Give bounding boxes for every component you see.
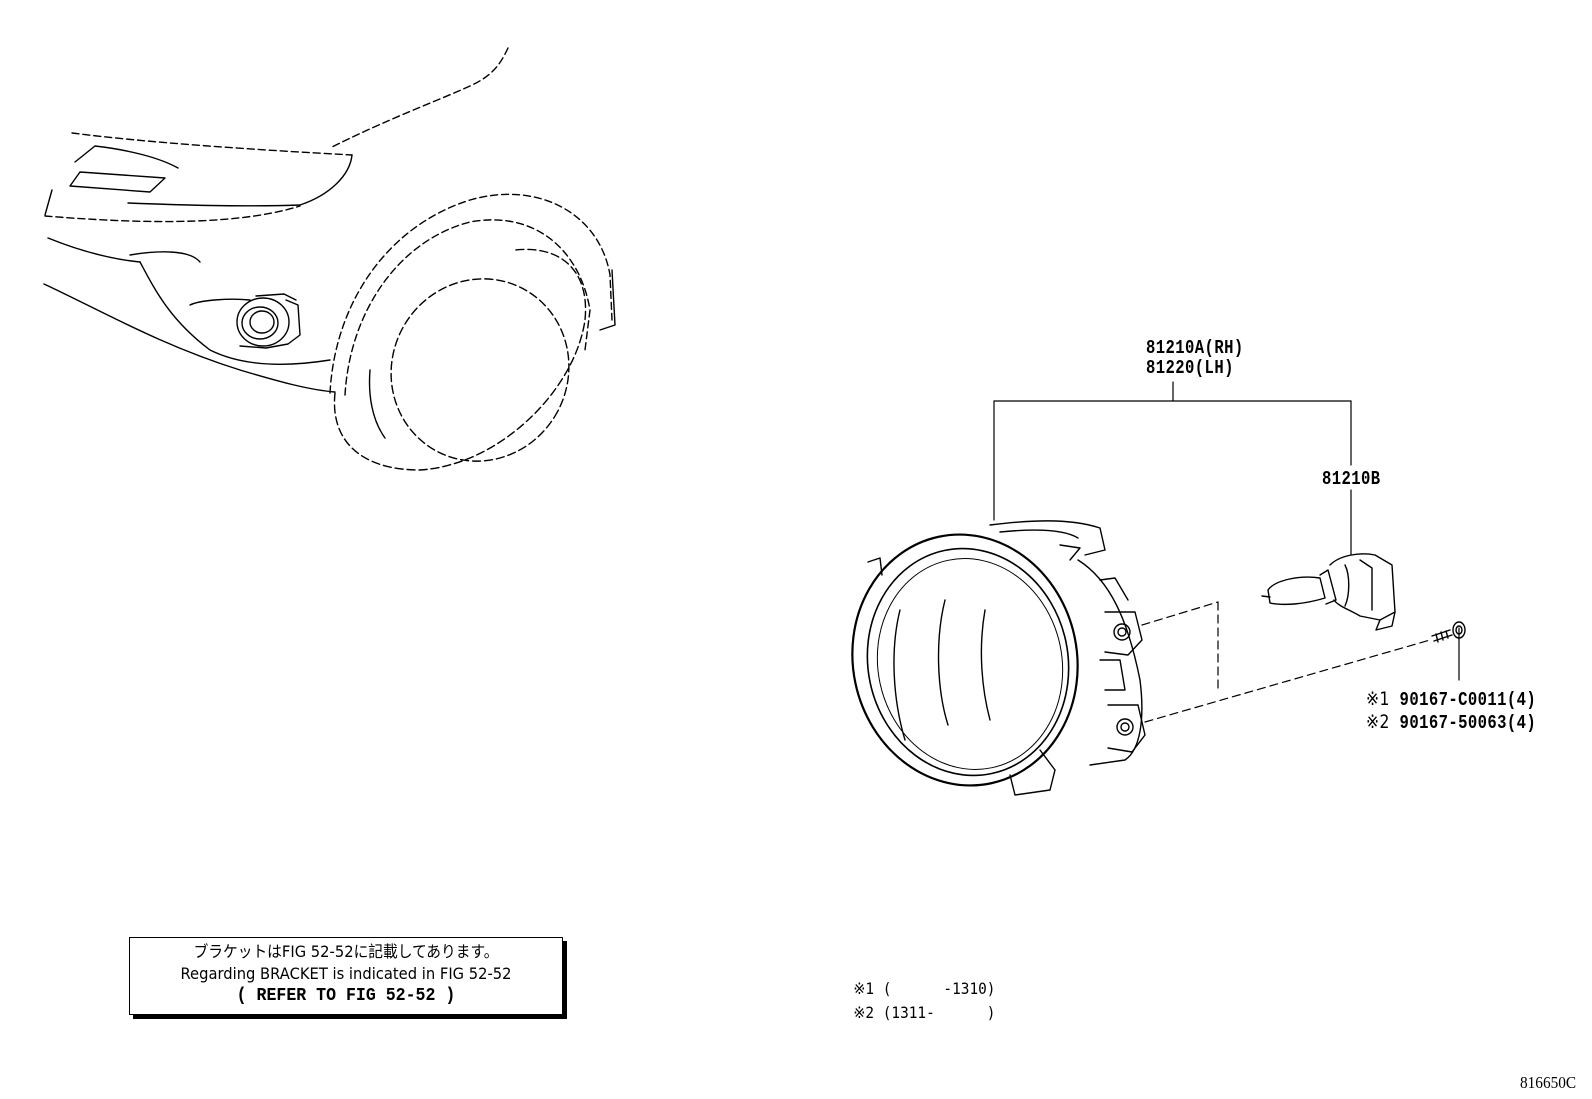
callout-leaders (993, 381, 1460, 681)
figure-code: 816650C (1520, 1073, 1577, 1092)
part-number-screw-2[interactable]: 90167-50063(4) (1399, 712, 1537, 734)
condition-legend-range: (1311- ) (874, 1003, 996, 1022)
part-number-fog-lamp-lh[interactable]: 81220(LH) (1146, 357, 1234, 379)
condition-mark-2: ※2 (1366, 711, 1390, 733)
condition-legend-mark: ※2 (853, 1003, 875, 1022)
part-number-screw-1[interactable]: 90167-C0011(4) (1399, 689, 1537, 711)
condition-mark-1: ※1 (1366, 688, 1390, 710)
condition-legend-1: ※1 ( -1310) (836, 956, 995, 1000)
fog-lamp-assembly (851, 520, 1146, 796)
screw-callout-2: ※2 90167-50063(4) (1366, 713, 1536, 733)
condition-legend-mark: ※1 (853, 979, 875, 998)
screw-callout-1: ※1 90167-C0011(4) (1366, 690, 1536, 710)
part-number-bulb[interactable]: 81210B (1322, 468, 1381, 490)
condition-legend-range: ( -1310) (874, 979, 996, 998)
mounting-screw (1431, 621, 1466, 643)
installation-guide-lines (1141, 601, 1431, 723)
mounting-ear-upper (1104, 611, 1143, 656)
bumper-fog-lamp-location (189, 293, 301, 349)
bracket-reference-note: ブラケットはFIG 52-52に記載してあります。 Regarding BRAC… (129, 937, 563, 1015)
note-line-japanese: ブラケットはFIG 52-52に記載してあります。 (193, 942, 499, 961)
fog-lamp-bulb (1261, 553, 1396, 631)
condition-legend-2: ※2 (1311- ) (836, 980, 995, 1024)
note-line-reference[interactable]: ( REFER TO FIG 52-52 ) (236, 986, 456, 1006)
note-line-english: Regarding BRACKET is indicated in FIG 52… (180, 964, 512, 983)
part-number-fog-lamp-rh[interactable]: 81210A(RH) (1146, 337, 1244, 359)
mounting-ear-lower (1107, 704, 1146, 753)
vehicle-front-corner-illustration (43, 47, 616, 471)
front-wheel-outline (333, 248, 587, 471)
